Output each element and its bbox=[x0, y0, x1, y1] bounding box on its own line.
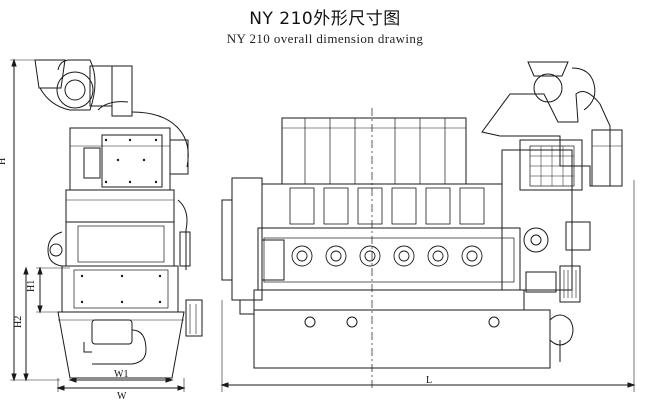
dim-label-h: H bbox=[0, 158, 8, 165]
dim-label-h2: H2 bbox=[13, 316, 24, 328]
front-view bbox=[10, 58, 203, 392]
dim-label-w: W bbox=[117, 391, 127, 402]
drawing-title: NY 210外形尺寸图 bbox=[249, 9, 401, 29]
dim-label-w1: W1 bbox=[114, 369, 128, 380]
dim-label-h1: H1 bbox=[26, 280, 37, 292]
drawing-subtitle: NY 210 overall dimension drawing bbox=[226, 31, 424, 46]
dim-label-l: L bbox=[426, 375, 432, 386]
side-view bbox=[220, 61, 636, 392]
